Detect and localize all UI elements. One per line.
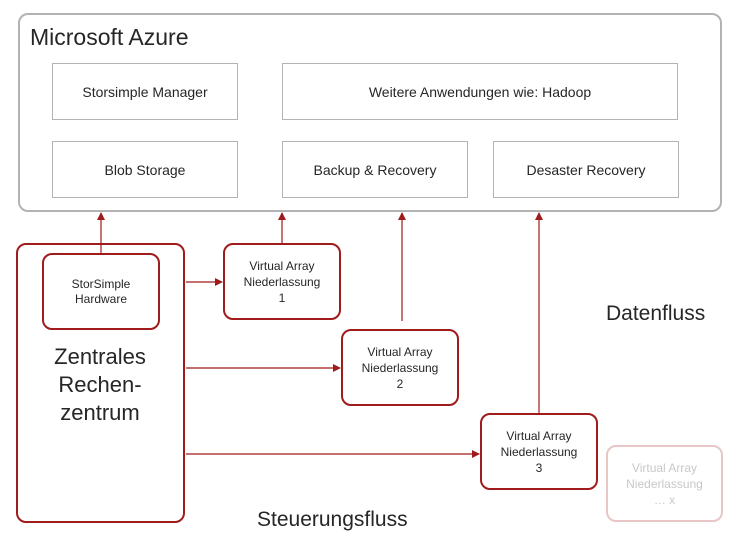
datacenter-label: Zentrales Rechen- zentrum [54,344,146,425]
other-apps-box: Weitere Anwendungen wie: Hadoop [282,63,678,120]
disaster-recovery-box: Desaster Recovery [493,141,679,198]
azure-title: Microsoft Azure [30,24,189,50]
blob-storage-box: Blob Storage [52,141,238,198]
virtual-array-3: Virtual Array Niederlassung 3 [480,413,598,490]
control-flow-label: Steuerungsfluss [257,508,408,531]
virtual-array-x: Virtual Array Niederlassung … x [606,445,723,522]
data-flow-label: Datenfluss [606,302,706,325]
virtual-array-1: Virtual Array Niederlassung 1 [223,243,341,320]
storsimple-hardware-box: StorSimple Hardware [42,253,160,330]
virtual-array-2: Virtual Array Niederlassung 2 [341,329,459,406]
storsimple-manager-box: Storsimple Manager [52,63,238,120]
backup-recovery-box: Backup & Recovery [282,141,468,198]
